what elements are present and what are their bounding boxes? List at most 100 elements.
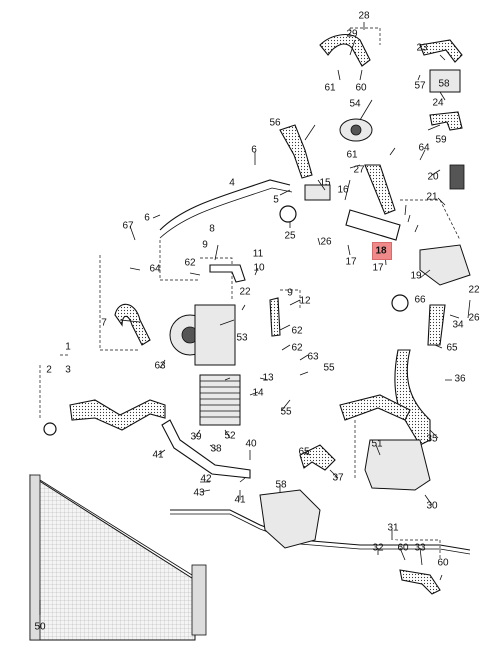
label-22: 22 [239, 286, 251, 298]
label-64: 64 [418, 142, 430, 154]
label-22b: 22 [468, 284, 480, 296]
label-15: 15 [319, 177, 331, 189]
o-ring-2 [43, 422, 57, 436]
label-55b: 55 [280, 406, 292, 418]
label-50: 50 [34, 621, 46, 633]
bracket-9b [280, 289, 301, 310]
label-35: 35 [426, 433, 438, 445]
label-6b: 6 [144, 212, 150, 224]
label-41b: 41 [234, 494, 246, 506]
label-8: 8 [209, 223, 215, 235]
label-27: 27 [353, 164, 365, 176]
label-41a: 41 [152, 449, 164, 461]
label-58b: 58 [275, 479, 287, 491]
label-43: 43 [193, 487, 205, 499]
hose-23 [419, 39, 463, 63]
label-23: 23 [416, 42, 428, 54]
hose-59 [429, 111, 463, 131]
label-54: 54 [349, 98, 361, 110]
label-60c: 60 [437, 557, 449, 569]
coolant-pipe-4 [159, 179, 291, 231]
label-63b: 63 [154, 360, 166, 372]
label-13: 13 [262, 372, 274, 384]
label-18-highlighted: 18 [375, 245, 387, 257]
hose-35-branch [339, 394, 411, 421]
label-65b: 65 [298, 446, 310, 458]
radiator [29, 474, 207, 641]
label-36a: 36 [454, 373, 466, 385]
pump-53 [169, 304, 236, 366]
bracket-28 [349, 27, 381, 45]
bracket-7 [99, 255, 140, 351]
label-62a: 62 [184, 257, 196, 269]
label-20: 20 [427, 171, 439, 183]
label-12: 12 [299, 295, 311, 307]
label-10: 10 [253, 262, 265, 274]
label-25: 25 [284, 230, 296, 242]
oil-cooler [199, 374, 241, 426]
label-37: 37 [332, 472, 344, 484]
label-32: 32 [372, 542, 384, 554]
label-59: 59 [435, 134, 447, 146]
bracket-9a [159, 240, 200, 281]
label-64b: 64 [149, 263, 161, 275]
pipe-22 [209, 264, 246, 283]
label-34: 34 [452, 319, 464, 331]
expansion-tank [364, 439, 431, 491]
o-ring-25 [279, 205, 297, 223]
hose-37 [299, 444, 336, 471]
label-39: 39 [190, 431, 202, 443]
sensor-20 [449, 164, 465, 190]
label-26: 26 [320, 236, 332, 248]
label-66: 66 [414, 294, 426, 306]
label-58: 58 [438, 78, 450, 90]
pipe-18 [345, 209, 401, 241]
water-pump-58 [259, 489, 321, 549]
hose-29 [319, 34, 371, 67]
label-30: 30 [426, 500, 438, 512]
label-28: 28 [358, 10, 370, 22]
label-31: 31 [387, 522, 399, 534]
hose-35 [394, 349, 431, 446]
label-56: 56 [269, 117, 281, 129]
label-24: 24 [432, 97, 444, 109]
label-67: 67 [122, 220, 134, 232]
pipe-38 [161, 419, 251, 479]
label-26b: 26 [468, 312, 480, 324]
label-9b: 9 [287, 287, 293, 299]
label-40: 40 [245, 438, 257, 450]
flange-19 [419, 244, 471, 286]
label-2: 2 [46, 364, 52, 376]
label-17a: 17 [345, 256, 357, 268]
label-14: 14 [252, 387, 264, 399]
label-9a: 9 [202, 239, 208, 251]
hose-56 [279, 124, 313, 179]
bracket-1 [39, 354, 70, 420]
label-65a: 65 [446, 342, 458, 354]
hose-33 [399, 569, 441, 595]
label-62b: 62 [291, 325, 303, 337]
label-42: 42 [200, 473, 212, 485]
label-33: 33 [414, 542, 426, 554]
label-5: 5 [273, 194, 279, 206]
label-3: 3 [65, 364, 71, 376]
hose-12 [269, 297, 281, 337]
label-60b: 60 [397, 542, 409, 554]
label-62c: 62 [291, 342, 303, 354]
label-63a: 63 [307, 351, 319, 363]
hose-34 [427, 304, 446, 346]
sensor-24 [429, 69, 461, 93]
label-51: 51 [371, 438, 383, 450]
label-4: 4 [229, 177, 235, 189]
label-61b: 61 [346, 149, 358, 161]
label-6: 6 [251, 144, 257, 156]
label-11: 11 [252, 248, 264, 260]
label-7: 7 [101, 317, 107, 329]
label-19: 19 [410, 270, 422, 282]
label-60: 60 [355, 82, 367, 94]
hose-27 [364, 164, 396, 215]
label-61: 61 [324, 82, 336, 94]
o-ring-25b [391, 294, 409, 312]
